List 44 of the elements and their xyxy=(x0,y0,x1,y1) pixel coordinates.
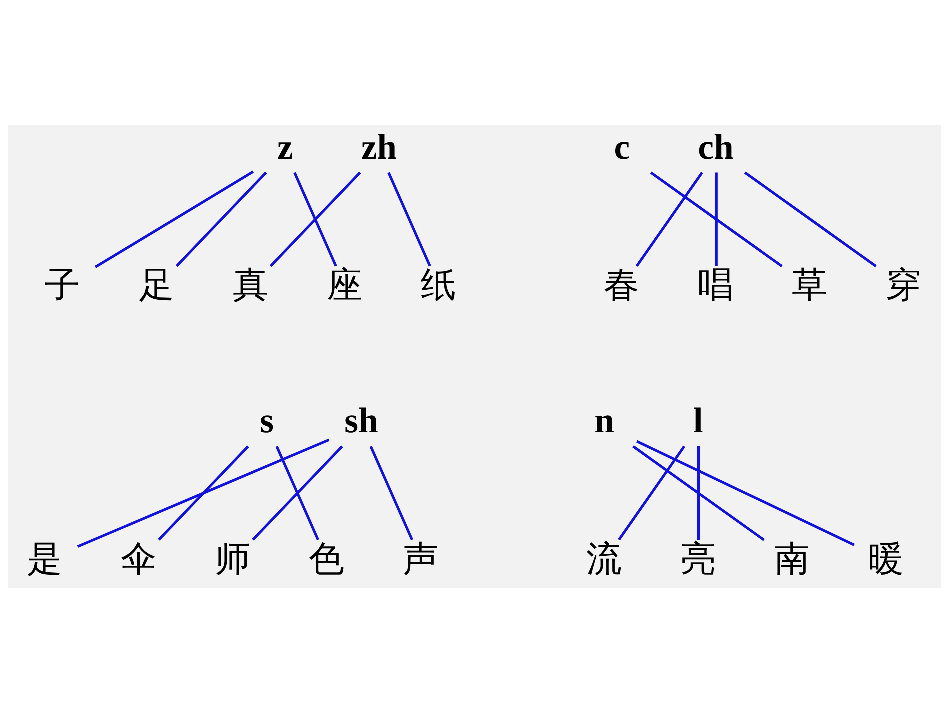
node-text: 暖 xyxy=(868,538,904,579)
node-text: zh xyxy=(361,126,398,167)
connector xyxy=(618,446,686,541)
node-text: 草 xyxy=(792,264,828,305)
node-text: c xyxy=(614,126,630,167)
connector xyxy=(370,446,414,541)
connector xyxy=(252,446,344,541)
connector xyxy=(294,172,338,267)
connector xyxy=(697,446,700,540)
connector xyxy=(270,172,362,268)
connector xyxy=(77,438,330,548)
node-text: 真 xyxy=(232,264,269,305)
connector xyxy=(158,446,250,541)
connector xyxy=(632,445,766,542)
node-text: 穿 xyxy=(886,264,922,305)
node-text: 足 xyxy=(138,264,175,305)
node-text: 子 xyxy=(44,264,81,305)
node-text: 色 xyxy=(308,538,345,579)
connector xyxy=(388,172,432,267)
node-text: 师 xyxy=(214,538,251,579)
node-text: 南 xyxy=(774,538,810,579)
connector xyxy=(636,172,704,267)
node-text: n xyxy=(594,400,614,441)
connector xyxy=(176,172,268,268)
node-text: z xyxy=(277,126,294,167)
node-text: l xyxy=(693,400,704,441)
node-text: 春 xyxy=(604,264,640,305)
connector xyxy=(650,172,783,268)
node-text: sh xyxy=(344,400,378,441)
node-text: 亮 xyxy=(680,538,716,579)
node-text: 伞 xyxy=(120,538,157,579)
connector xyxy=(636,440,855,546)
node-text: 声 xyxy=(402,538,439,579)
node-text: ch xyxy=(698,126,734,167)
node-text: 纸 xyxy=(420,264,457,305)
connector xyxy=(715,172,718,266)
node-text: s xyxy=(260,400,274,441)
node-text: 唱 xyxy=(698,264,734,305)
connector xyxy=(94,170,254,268)
connector xyxy=(276,446,320,541)
node-text: 座 xyxy=(326,264,363,305)
node-text: 流 xyxy=(586,538,622,579)
node-text: 是 xyxy=(26,538,63,579)
connector xyxy=(744,172,877,268)
